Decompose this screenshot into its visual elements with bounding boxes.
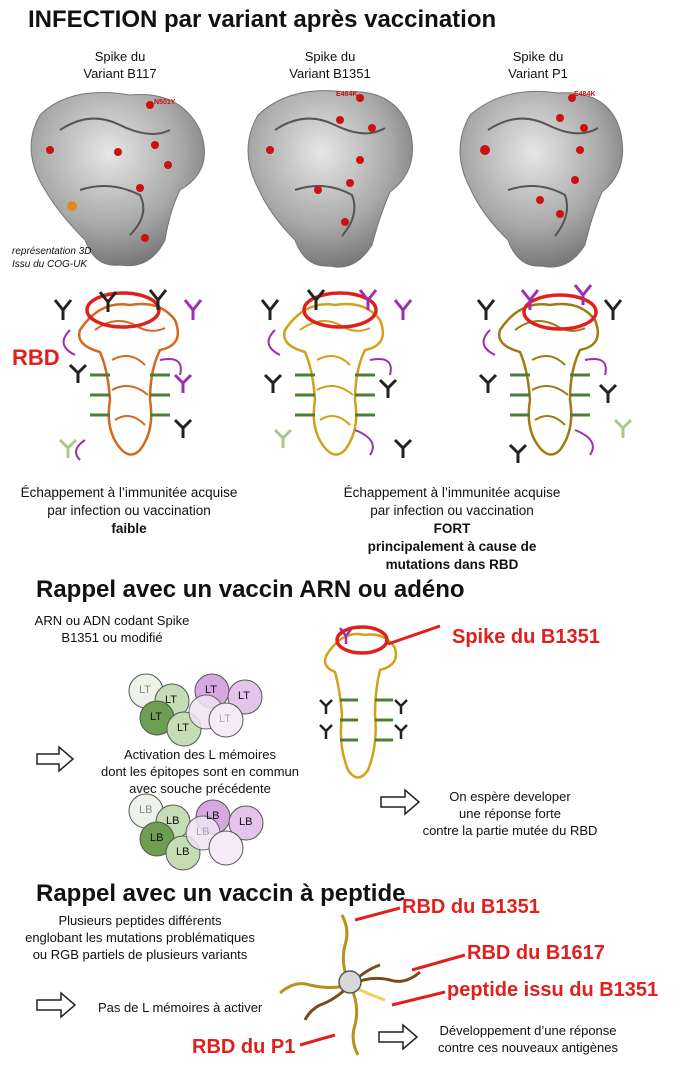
development-text: Développement d’une réponse contre ces n… — [438, 1023, 618, 1055]
escape-strong-caption: Échappement à l’immunitée acquise par in… — [343, 485, 561, 572]
spike-ribbon-booster — [319, 624, 441, 779]
antibodies-b117 — [53, 289, 203, 458]
label-rbd-b1617: RBD du B1617 — [467, 942, 605, 964]
section2-intro: ARN ou ADN codant Spike B1351 ou modifié — [34, 613, 190, 645]
activation-text: Activation des L mémoires dont les épito… — [100, 747, 299, 796]
no-memory-text: Pas de L mémoires à activer — [98, 1000, 263, 1015]
mutations-p1: E484K — [574, 91, 596, 98]
arrow-icon — [380, 788, 421, 816]
variant-b117-label: Spike du Variant B117 — [83, 49, 157, 81]
rbd-label: RBD — [12, 345, 60, 370]
hope-text: On espère developer une réponse forte co… — [422, 789, 598, 838]
antibodies-b1351 — [260, 289, 413, 458]
section3-title: Rappel avec un vaccin à peptide — [36, 880, 406, 907]
representation-note: représentation 3D Issu du COG-UK — [12, 246, 92, 270]
peptide-label-lines — [299, 906, 466, 1047]
spike-3d-b117 — [30, 92, 205, 267]
lt-label: LT — [139, 684, 152, 696]
lb-cluster — [128, 793, 264, 871]
spike-3d-p1 — [459, 90, 624, 268]
page-title: INFECTION par variant après vaccination — [28, 6, 497, 33]
lt-label: LT — [205, 684, 218, 696]
lt-label: LT — [219, 713, 232, 725]
arrow-icon — [36, 745, 75, 773]
lt-label: LT — [177, 722, 190, 734]
label-peptide-b1351: peptide issu du B1351 — [447, 979, 659, 1001]
antibodies-p1 — [476, 284, 633, 463]
label-rbd-p1: RBD du P1 — [192, 1036, 296, 1058]
lt-cluster — [128, 673, 263, 747]
spike-ribbon-p1 — [497, 293, 600, 456]
lb-label: LB — [166, 815, 180, 827]
mutations-b1351: E484K — [336, 91, 358, 98]
purple-arrows — [62, 329, 607, 461]
peptide-cluster — [279, 914, 421, 1056]
lb-label: LB — [150, 832, 164, 844]
lt-label: LT — [238, 690, 251, 702]
label-rbd-b1351: RBD du B1351 — [402, 896, 540, 918]
arrow-icon — [378, 1023, 419, 1051]
lb-label: LB — [139, 804, 153, 816]
lb-label: LB — [239, 816, 253, 828]
spike-ribbon-b1351 — [282, 291, 385, 456]
lb-label: LB — [196, 826, 210, 838]
lt-label: LT — [150, 711, 163, 723]
variant-b1351-label: Spike du Variant B1351 — [289, 49, 371, 81]
spike-3d-b1351 — [247, 90, 413, 268]
section3-intro: Plusieurs peptides différents englobant … — [25, 913, 255, 962]
lb-label: LB — [206, 810, 220, 822]
lb-label: LB — [176, 846, 190, 858]
mutations-b117: N501Y — [154, 99, 176, 106]
arrow-icon — [36, 991, 77, 1019]
escape-weak-caption: Échappement à l’immunitée acquise par in… — [20, 485, 238, 536]
variant-p1-label: Spike du Variant P1 — [508, 49, 568, 81]
section2-title: Rappel avec un vaccin ARN ou adéno — [36, 576, 465, 603]
lt-label: LT — [165, 694, 178, 706]
spike-b1351-label: Spike du B1351 — [452, 626, 600, 648]
hollow-arrows — [36, 745, 421, 1051]
